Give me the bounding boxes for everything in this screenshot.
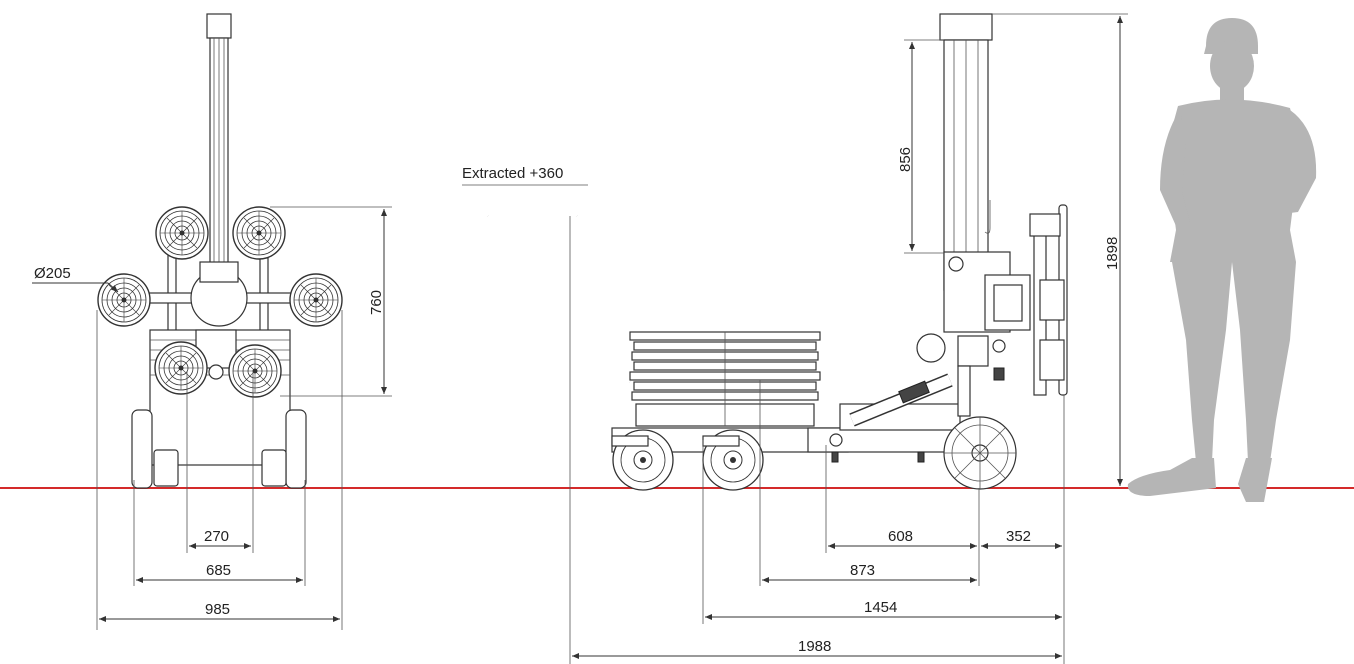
dim-873: 873 — [762, 562, 977, 583]
human-silhouette — [1127, 18, 1317, 502]
dim-760-label: 760 — [368, 290, 385, 315]
dim-985: 985 — [96, 310, 343, 630]
dim-685-label: 685 — [206, 562, 231, 579]
dim-1454-label: 1454 — [864, 599, 897, 616]
front-view — [97, 13, 343, 489]
dim-856-label: 856 — [897, 147, 914, 172]
dim-1988-label: 1988 — [798, 638, 831, 655]
dim-1898-label: 1898 — [1104, 237, 1121, 270]
dim-608-label: 608 — [888, 528, 913, 545]
dim-873-label: 873 — [850, 562, 875, 579]
dim-352: 352 — [981, 528, 1062, 549]
dim-685: 685 — [133, 480, 306, 586]
dim-985-label: 985 — [205, 601, 230, 618]
dim-352-label: 352 — [1006, 528, 1031, 545]
dim-270-label: 270 — [204, 528, 229, 545]
side-view: Extracted +360 — [462, 13, 1068, 491]
dim-608: 608 — [828, 528, 977, 549]
dim-760: 760 — [270, 206, 392, 397]
dim-1898: 1898 — [992, 13, 1128, 486]
dim-270: 270 — [186, 372, 254, 553]
diameter-label: Ø205 — [34, 265, 71, 282]
dim-1988: 1988 — [572, 638, 1062, 659]
dim-856: 856 — [897, 39, 944, 254]
diameter-callout: Ø205 — [32, 265, 119, 293]
dim-1454: 1454 — [705, 599, 1062, 620]
extracted-label: Extracted +360 — [462, 165, 563, 182]
